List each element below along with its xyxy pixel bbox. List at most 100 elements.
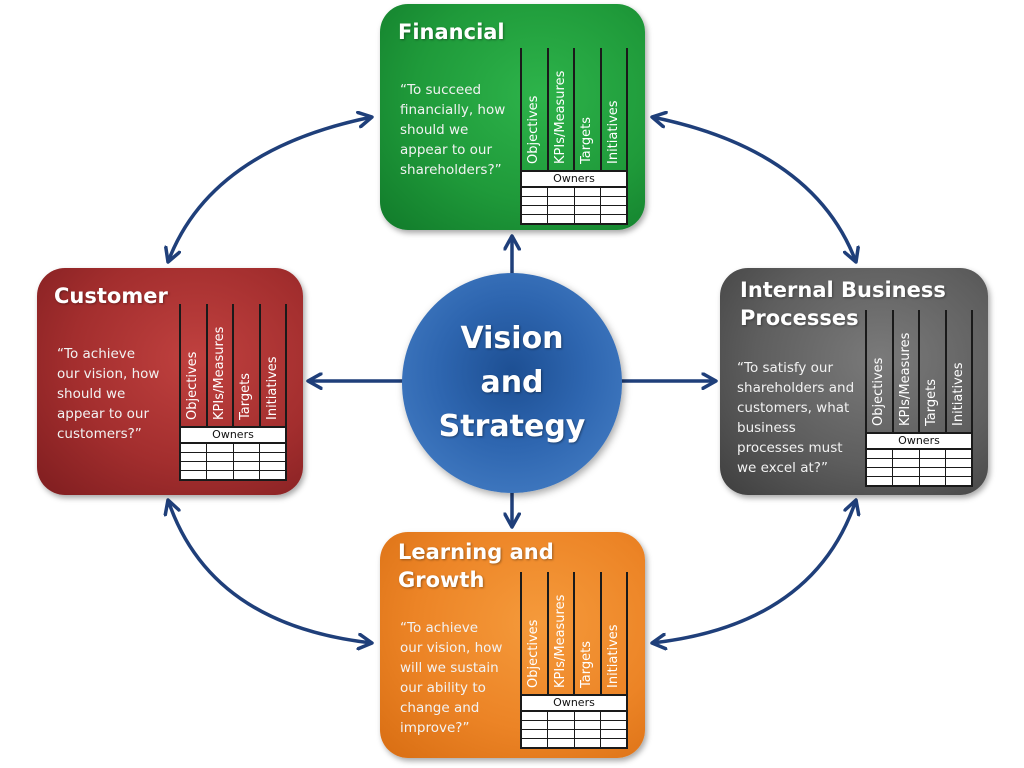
owners-cell — [601, 197, 626, 205]
owners-cell — [522, 197, 549, 205]
owners-cell — [548, 197, 575, 205]
grid-column-label: Targets — [238, 373, 254, 420]
owners-cell — [575, 188, 601, 196]
owners-cell — [946, 468, 971, 476]
owners-cell — [893, 459, 920, 467]
owners-header: Owners — [865, 432, 973, 450]
owners-cell — [893, 468, 920, 476]
grid-column-label: KPIs/Measures — [897, 332, 913, 426]
owners-cell — [893, 477, 920, 485]
owners-row — [522, 739, 626, 747]
owners-cell — [575, 739, 601, 747]
owners-cell — [601, 739, 626, 747]
arrow-customer-learning — [168, 500, 372, 643]
owners-row — [181, 453, 285, 462]
grid-column: Targets — [920, 310, 947, 432]
owners-row — [181, 471, 285, 479]
center-line-3: Strategy — [438, 409, 586, 444]
grid-column-label: Objectives — [185, 351, 201, 420]
owners-row — [522, 721, 626, 730]
financial-question: “To succeed financially, how should we a… — [400, 82, 506, 178]
owners-cell — [946, 477, 971, 485]
grid-column: Objectives — [522, 48, 549, 170]
owners-row — [867, 459, 971, 468]
owners-cell — [522, 215, 549, 223]
owners-row — [867, 450, 971, 459]
owners-cell — [522, 188, 549, 196]
grid-column: Targets — [234, 304, 261, 426]
owners-cell — [522, 721, 549, 729]
owners-cell — [920, 477, 946, 485]
owners-cell — [207, 462, 234, 470]
grid-column: Targets — [575, 48, 602, 170]
owners-row — [522, 188, 626, 197]
owners-cell — [522, 206, 549, 214]
customer-question: “To achieve our vision, how should we ap… — [57, 346, 160, 442]
owners-cell — [548, 188, 575, 196]
owners-row — [522, 197, 626, 206]
grid-column: KPIs/Measures — [894, 310, 920, 432]
customer-title: Customer — [54, 284, 168, 308]
learning-growth-question: “To achieve our vision, how will we sust… — [400, 620, 503, 736]
owners-cell — [548, 739, 575, 747]
owners-cell — [234, 471, 260, 479]
owners-cell — [867, 450, 894, 458]
customer-perspective-box: Customer “To achieve our vision, how sho… — [37, 268, 303, 495]
financial-title: Financial — [398, 20, 505, 44]
owners-cell — [601, 206, 626, 214]
owners-cell — [548, 712, 575, 720]
owners-cell — [207, 444, 234, 452]
arrow-internal-learning — [652, 500, 856, 643]
owners-cell — [946, 459, 971, 467]
grid-column: Initiatives — [602, 48, 628, 170]
owners-cell — [601, 712, 626, 720]
owners-header: Owners — [520, 694, 628, 712]
internal-processes-perspective-box: Internal Business Processes “To satisfy … — [720, 268, 988, 495]
owners-cell — [601, 215, 626, 223]
grid-column-label: Initiatives — [950, 362, 966, 426]
grid-column-label: KPIs/Measures — [552, 70, 568, 164]
owners-cell — [548, 730, 575, 738]
owners-cell — [867, 459, 894, 467]
owners-cell — [181, 462, 208, 470]
owners-cell — [575, 721, 601, 729]
owners-row — [867, 477, 971, 485]
grid-column-label: Objectives — [526, 95, 542, 164]
owners-cell — [575, 712, 601, 720]
grid-column-label: Initiatives — [264, 356, 280, 420]
grid-column: KPIs/Measures — [549, 572, 575, 694]
grid-column-label: Targets — [579, 117, 595, 164]
arrow-financial-customer — [168, 117, 372, 262]
owners-cell — [234, 444, 260, 452]
grid-column-label: Objectives — [526, 619, 542, 688]
owners-cell — [601, 721, 626, 729]
grid-column: KPIs/Measures — [208, 304, 234, 426]
grid-column-label: KPIs/Measures — [211, 326, 227, 420]
owners-row — [522, 215, 626, 223]
owners-row — [181, 462, 285, 471]
owners-row — [867, 468, 971, 477]
owners-row — [522, 206, 626, 215]
grid-column-label: Objectives — [871, 357, 887, 426]
owners-cell — [181, 453, 208, 461]
grid-column-label: KPIs/Measures — [552, 594, 568, 688]
grid-column-label: Initiatives — [605, 624, 621, 688]
internal-processes-title: Internal Business Processes — [740, 278, 946, 330]
owners-cell — [575, 215, 601, 223]
center-line-2: and — [480, 365, 544, 400]
owners-cell — [260, 462, 285, 470]
owners-row — [181, 444, 285, 453]
grid-column: Objectives — [867, 310, 894, 432]
owners-cell — [234, 462, 260, 470]
owners-cell — [234, 453, 260, 461]
owners-table — [520, 188, 628, 225]
owners-cell — [548, 721, 575, 729]
learning-growth-title: Learning and Growth — [398, 540, 554, 592]
owners-cell — [522, 712, 549, 720]
grid-column-label: Targets — [924, 379, 940, 426]
vision-strategy-circle: Vision and Strategy — [402, 273, 622, 493]
